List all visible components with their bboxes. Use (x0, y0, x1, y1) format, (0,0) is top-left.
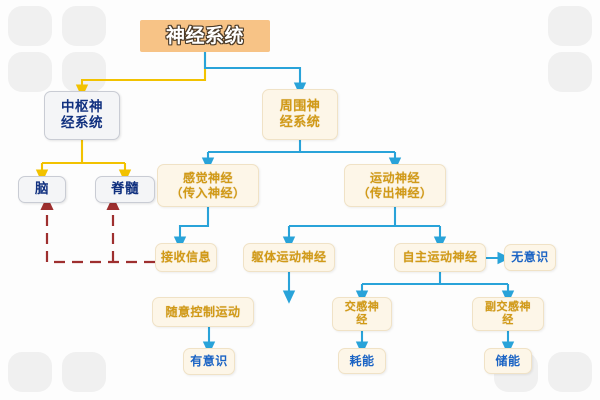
node-voluntary-controlled-movement[interactable]: 随意控制运动 (152, 297, 254, 327)
watermark-square (548, 6, 592, 46)
node-energy-storage[interactable]: 储能 (484, 348, 532, 374)
watermark-square (8, 352, 52, 392)
node-sympathetic-nerve[interactable]: 交感神 经 (332, 297, 392, 331)
watermark-square (62, 352, 106, 392)
node-peripheral-nervous-system[interactable]: 周围神 经系统 (262, 89, 338, 140)
edge-root-to-cns (75, 52, 207, 98)
node-parasympathetic-nerve[interactable]: 副交感神 经 (472, 297, 544, 331)
edge-sensory-to-receive (173, 207, 210, 250)
node-unconscious[interactable]: 无意识 (504, 244, 556, 271)
watermark-square (548, 52, 592, 92)
edge-root-to-pns (203, 52, 307, 96)
watermark-square (62, 6, 106, 46)
node-energy-consumption[interactable]: 耗能 (338, 348, 386, 374)
node-spinal-cord[interactable]: 脊髓 (95, 176, 155, 203)
node-autonomic-motor-nerve[interactable]: 自主运动神经 (394, 243, 486, 272)
node-root-nervous-system[interactable]: 神经系统 (140, 20, 270, 52)
node-somatic-motor-nerve[interactable]: 躯体运动神经 (243, 243, 335, 272)
node-brain[interactable]: 脑 (18, 176, 66, 203)
node-conscious[interactable]: 有意识 (183, 348, 235, 375)
node-motor-nerve[interactable]: 运动神经 （传出神经） (344, 164, 446, 207)
watermark-square (548, 352, 592, 392)
watermark-square (8, 6, 52, 46)
watermark-square (8, 52, 52, 92)
node-receive-information[interactable]: 接收信息 (155, 243, 217, 272)
node-central-nervous-system[interactable]: 中枢神 经系统 (44, 91, 120, 140)
node-sensory-nerve[interactable]: 感觉神经 （传入神经） (157, 164, 259, 207)
